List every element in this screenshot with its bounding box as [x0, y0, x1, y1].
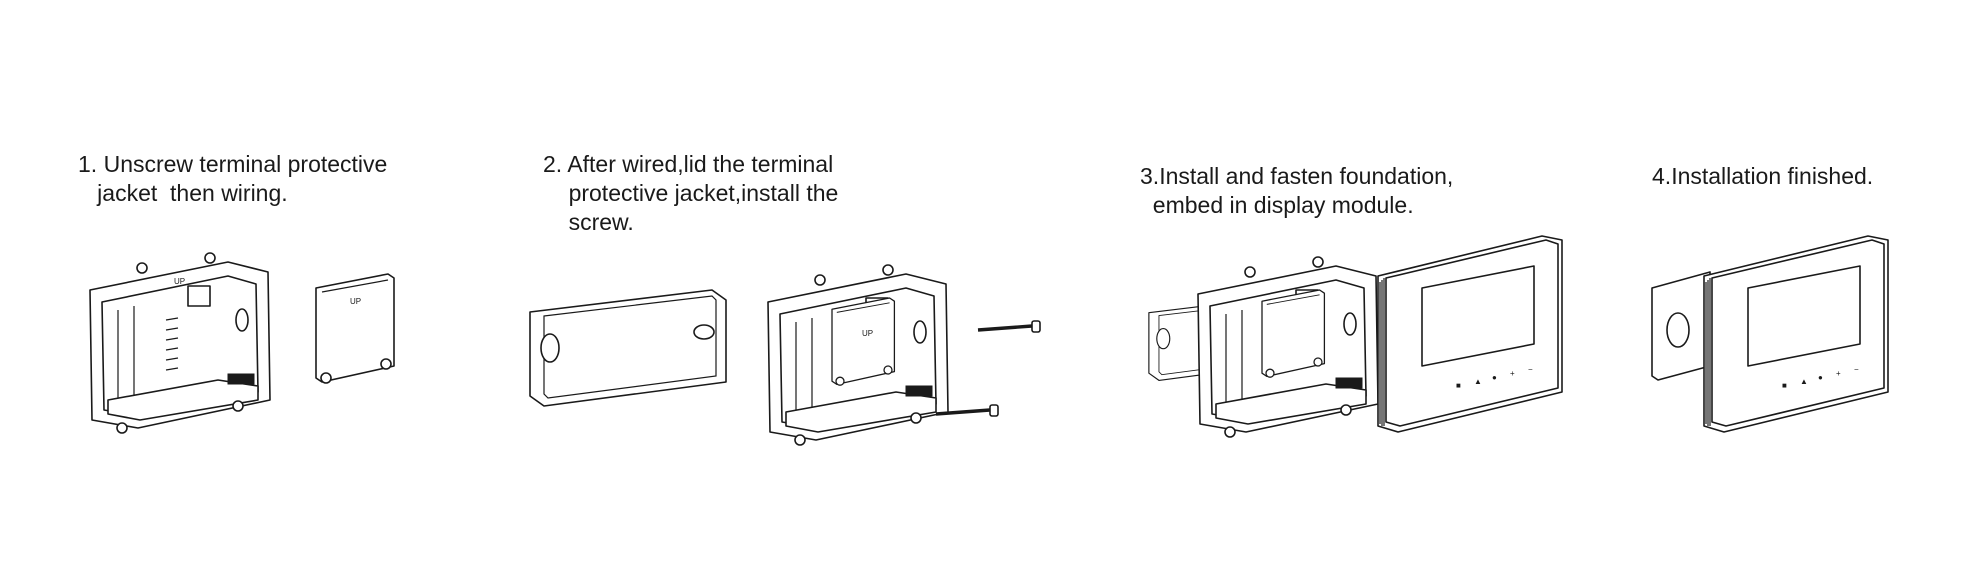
display-button-glyph: ■: [1456, 381, 1461, 390]
screw-icon: [976, 319, 1042, 334]
box-and-plate-icon: [1148, 256, 1379, 438]
display-button-glyph: +: [1836, 369, 1841, 378]
step-3-number: 3.: [1140, 163, 1160, 189]
display-button-glyph: ■: [1782, 381, 1787, 390]
assembled-plate-up-marking: UP: [862, 329, 873, 338]
finished-installation-icon: ■ ▲ ● + −: [1651, 235, 1889, 433]
display-module-icon: ■ ▲ ● + −: [1377, 235, 1563, 433]
display-buttons: ■ ▲ ● + −: [1782, 365, 1859, 390]
display-buttons: ■ ▲ ● + −: [1456, 365, 1533, 390]
step-1-caption: 1. Unscrew terminal protective jacket th…: [78, 150, 387, 208]
plate-up-marking: UP: [174, 277, 185, 286]
step-2-line-2: protective jacket,install the: [568, 180, 839, 206]
display-button-glyph: ▲: [1800, 377, 1808, 386]
display-button-glyph: ●: [1492, 373, 1497, 382]
step-1-number: 1.: [78, 151, 98, 177]
display-button-glyph: ▲: [1474, 377, 1482, 386]
terminal-cover-icon: UP: [315, 273, 395, 384]
wall-plate-icon: UP: [89, 252, 271, 434]
step-4-line-1: Installation finished.: [1671, 163, 1874, 189]
step-3-line-1: Install and fasten foundation,: [1159, 163, 1454, 189]
display-button-glyph: −: [1854, 365, 1859, 374]
step-4-caption: 4.Installation finished.: [1652, 162, 1873, 191]
step-1-line-1: Unscrew terminal protective: [103, 151, 388, 177]
step-4-number: 4.: [1652, 163, 1672, 189]
step-2-line-1: After wired,lid the terminal: [567, 151, 834, 177]
step-2-number: 2.: [543, 151, 563, 177]
display-button-glyph: ●: [1818, 373, 1823, 382]
step-3-caption: 3.Install and fasten foundation, embed i…: [1140, 162, 1453, 220]
display-button-glyph: −: [1528, 365, 1533, 374]
display-button-glyph: +: [1510, 369, 1515, 378]
junction-box-icon: [529, 289, 727, 407]
cover-up-marking: UP: [350, 297, 361, 306]
step-1-line-2: jacket then wiring.: [97, 180, 288, 206]
step-2-line-3: screw.: [568, 209, 634, 235]
step-2-caption: 2. After wired,lid the terminal protecti…: [543, 150, 838, 237]
assembled-plate-icon: UP: [767, 264, 949, 446]
step-3-line-2: embed in display module.: [1152, 192, 1414, 218]
